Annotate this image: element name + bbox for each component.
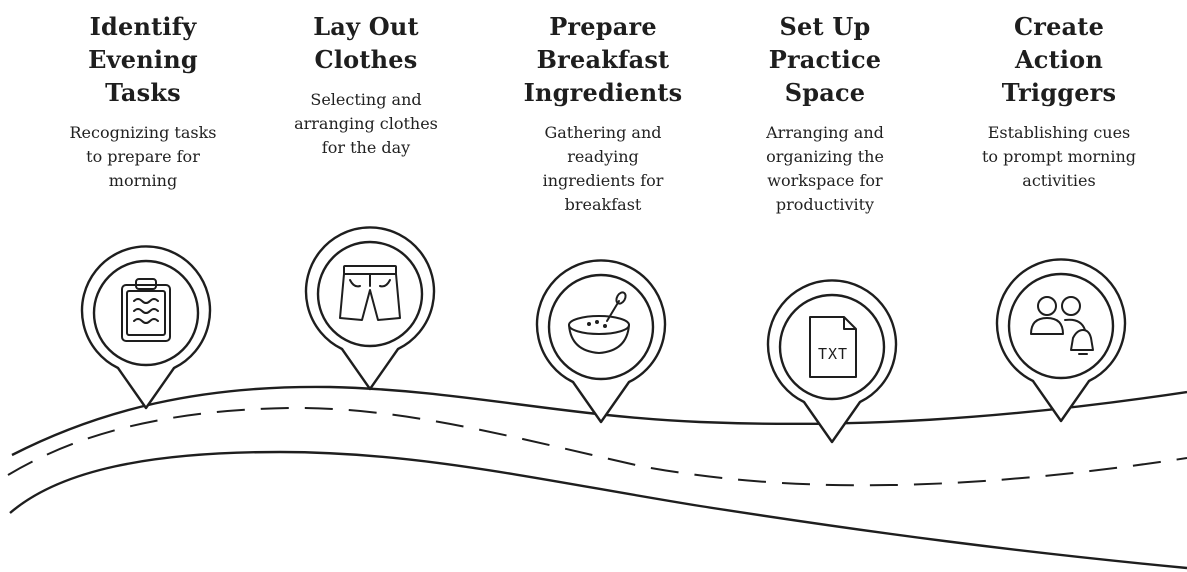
step-title: Lay Out Clothes	[313, 12, 419, 74]
road-center-dashes	[7, 406, 1187, 487]
road-top-edge	[11, 385, 1187, 457]
step-5: Create Action Triggers Establishing cues…	[949, 0, 1169, 193]
map-pin-2	[302, 226, 438, 400]
bowl-icon	[568, 291, 630, 354]
step-description: Recognizing tasks to prepare for morning	[69, 123, 217, 190]
step-description: Establishing cues to prompt morning acti…	[981, 123, 1137, 190]
step-3: Prepare Breakfast Ingredients Gathering …	[493, 0, 713, 217]
map-pin-4: TXT	[764, 279, 900, 453]
map-pin-1	[78, 245, 214, 419]
clipboard-icon	[121, 278, 171, 342]
map-pin-3	[533, 259, 669, 433]
step-description: Arranging and organizing the workspace f…	[766, 123, 884, 214]
step-title: Create Action Triggers	[1001, 12, 1117, 107]
step-title: Prepare Breakfast Ingredients	[523, 12, 683, 107]
txt-file-icon	[809, 316, 857, 378]
step-title: Set Up Practice Space	[768, 12, 882, 107]
step-title: Identify Evening Tasks	[88, 12, 198, 107]
step-description: Gathering and readying ingredients for b…	[542, 123, 664, 214]
step-description: Selecting and arranging clothes for the …	[294, 90, 438, 157]
step-1: Identify Evening Tasks Recognizing tasks…	[33, 0, 253, 193]
users-bell-icon	[1030, 296, 1094, 355]
txt-file-label: TXT	[818, 345, 848, 363]
road-bottom-edge	[9, 450, 1187, 570]
shorts-icon	[339, 265, 401, 321]
step-2: Lay Out Clothes Selecting and arranging …	[256, 0, 476, 160]
map-pin-5	[993, 258, 1129, 432]
step-4: Set Up Practice Space Arranging and orga…	[715, 0, 935, 217]
